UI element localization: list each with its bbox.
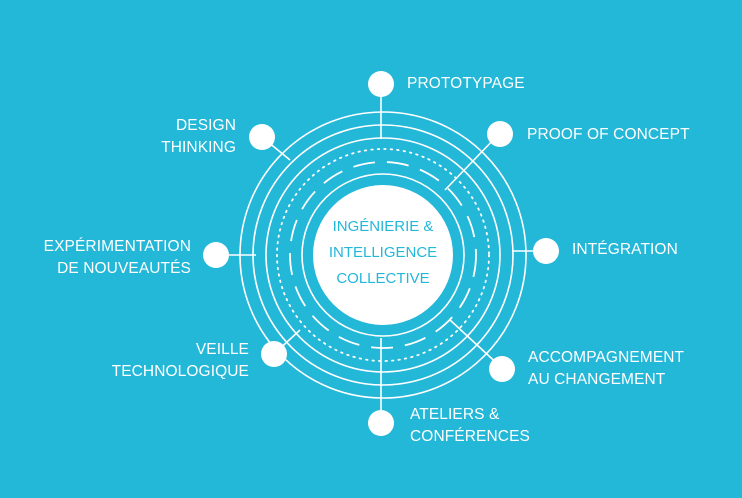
node-label-line: INTÉGRATION	[572, 241, 678, 258]
node-label-experimentation: EXPÉRIMENTATION DE NOUVEAUTÉS	[44, 236, 191, 280]
node-label-line: DE NOUVEAUTÉS	[57, 260, 191, 277]
node-label-integration: INTÉGRATION	[572, 239, 678, 261]
node-label-line: PROOF OF CONCEPT	[527, 126, 690, 143]
node-label-proof-of-concept: PROOF OF CONCEPT	[527, 124, 690, 146]
node-dot-prototypage	[368, 71, 394, 97]
connector-proof-of-concept	[444, 134, 499, 191]
node-dot-proof-of-concept	[487, 121, 513, 147]
center-title-line: COLLECTIVE	[336, 270, 430, 287]
node-label-ateliers: ATELIERS & CONFÉRENCES	[410, 404, 530, 448]
node-label-prototypage: PROTOTYPAGE	[407, 73, 525, 95]
node-dot-ateliers	[368, 410, 394, 436]
node-dot-design-thinking	[249, 124, 275, 150]
node-label-veille: VEILLE TECHNOLOGIQUE	[112, 339, 249, 383]
node-label-line: THINKING	[161, 139, 236, 156]
inner-ring	[301, 173, 465, 337]
center-disc	[313, 185, 453, 325]
node-dot-experimentation	[203, 242, 229, 268]
node-label-line: TECHNOLOGIQUE	[111, 363, 249, 380]
node-dot-veille	[261, 341, 287, 367]
dashed-ring	[289, 161, 477, 349]
ring-3	[265, 137, 501, 373]
center-title: INGÉNIERIE & INTELLIGENCE COLLECTIVE	[313, 214, 453, 292]
node-label-line: ATELIERS &	[410, 406, 500, 423]
center-title-line: INTELLIGENCE	[328, 244, 438, 261]
node-label-line: CONFÉRENCES	[410, 428, 530, 445]
center-title-line: INGÉNIERIE &	[332, 218, 434, 235]
node-label-line: ACCOMPAGNEMENT	[528, 349, 685, 366]
node-label-line: PROTOTYPAGE	[407, 75, 525, 92]
node-dot-integration	[533, 238, 559, 264]
node-label-line: EXPÉRIMENTATION	[43, 238, 191, 255]
node-label-line: AU CHANGEMENT	[528, 371, 666, 388]
node-label-design-thinking: DESIGN THINKING	[161, 115, 236, 159]
node-label-line: DESIGN	[175, 117, 236, 134]
node-dot-accompagnement	[489, 356, 515, 382]
node-label-line: VEILLE	[195, 341, 249, 358]
node-label-accompagnement: ACCOMPAGNEMENT AU CHANGEMENT	[528, 347, 684, 391]
dotted-ring	[276, 148, 490, 362]
